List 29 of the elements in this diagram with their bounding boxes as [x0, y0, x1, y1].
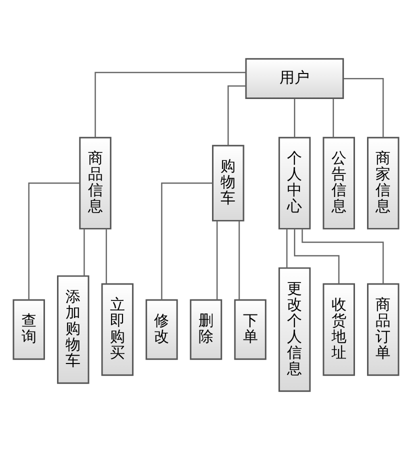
- connector: [302, 229, 384, 284]
- node-box: 修改: [146, 299, 178, 360]
- node-box: 用户: [245, 58, 344, 100]
- node-box: 商品订单: [367, 283, 400, 376]
- connector: [216, 220, 218, 300]
- connector: [286, 228, 288, 268]
- node-box: 个人中心: [278, 136, 311, 230]
- node-box: 公告信息: [322, 136, 355, 230]
- node-box: 收货地址: [322, 283, 355, 376]
- node-box: 商品信息: [79, 136, 112, 230]
- node-box: 删除: [190, 299, 222, 360]
- connector: [161, 182, 213, 300]
- connector: [84, 228, 85, 276]
- connector: [94, 72, 246, 138]
- node-box: 添加购物车: [57, 275, 90, 384]
- node-box: 更改个人信息: [278, 267, 311, 392]
- connector: [228, 85, 246, 146]
- connector: [294, 98, 296, 138]
- node-box: 下单: [234, 299, 266, 360]
- connector: [28, 182, 80, 300]
- node-box: 商家信息: [367, 136, 400, 230]
- connector: [106, 228, 107, 284]
- node-box: 立即购买: [101, 283, 134, 376]
- connector: [344, 78, 384, 138]
- connector: [332, 98, 334, 138]
- node-box: 查询: [12, 299, 45, 360]
- node-box: 购物车: [212, 144, 244, 222]
- connector: [294, 228, 340, 284]
- connector: [238, 220, 240, 300]
